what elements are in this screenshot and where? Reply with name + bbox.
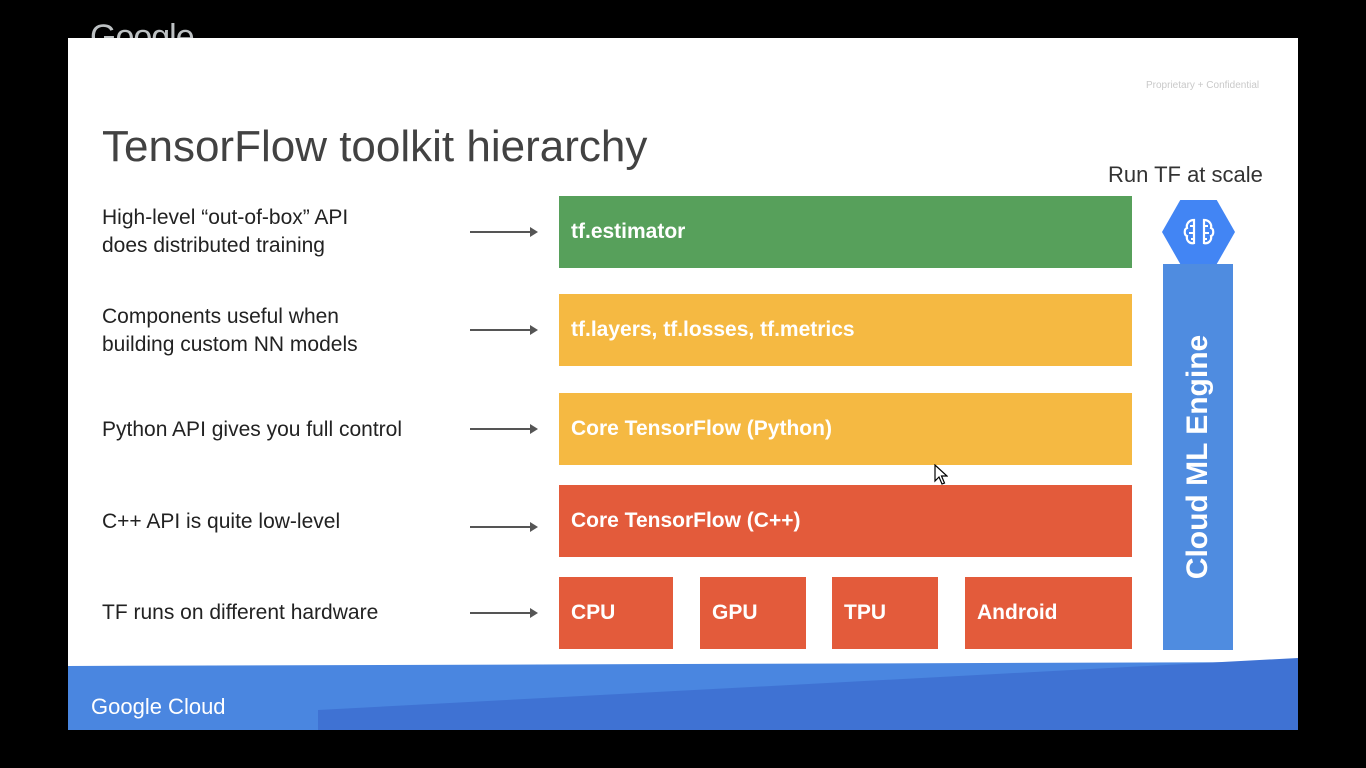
- footer-band: [68, 658, 1298, 730]
- box-label: tf.estimator: [571, 220, 686, 243]
- description-components: Components useful when building custom N…: [102, 303, 462, 359]
- run-tf-at-scale-label: Run TF at scale: [1108, 162, 1263, 187]
- slide: Proprietary + Confidential TensorFlow to…: [68, 38, 1298, 730]
- mouse-cursor-icon: [934, 464, 948, 485]
- description-line: does distributed training: [102, 234, 325, 257]
- arrow: [470, 227, 538, 237]
- box-label: Core TensorFlow (C++): [571, 509, 801, 532]
- core-tensorflow-cpp-box: Core TensorFlow (C++): [559, 485, 1132, 557]
- tf-estimator-box: tf.estimator: [559, 196, 1132, 268]
- arrow: [470, 325, 538, 335]
- box-label: GPU: [712, 601, 758, 624]
- tf-layers-losses-metrics-box: tf.layers, tf.losses, tf.metrics: [559, 294, 1132, 366]
- description-line: building custom NN models: [102, 333, 358, 356]
- box-label: tf.layers, tf.losses, tf.metrics: [571, 318, 855, 341]
- box-label: TPU: [844, 601, 886, 624]
- arrow: [470, 424, 538, 434]
- description-high-level-api: High-level “out-of-box” API does distrib…: [102, 204, 462, 260]
- box-label: Core TensorFlow (Python): [571, 417, 832, 440]
- cloud-ml-engine-label: Cloud ML Engine: [1181, 334, 1214, 580]
- description-hardware: TF runs on different hardware: [102, 601, 379, 624]
- google-cloud-logo: Google Cloud: [91, 694, 226, 719]
- cpu-box: CPU: [559, 577, 673, 649]
- slide-title: TensorFlow toolkit hierarchy: [102, 122, 648, 171]
- gpu-box: GPU: [700, 577, 806, 649]
- description-python-api: Python API gives you full control: [102, 418, 402, 441]
- description-line: Components useful when: [102, 305, 339, 328]
- core-tensorflow-python-box: Core TensorFlow (Python): [559, 393, 1132, 465]
- box-label: Android: [977, 601, 1058, 624]
- confidential-label: Proprietary + Confidential: [1146, 80, 1260, 91]
- cloud-ml-engine-bar: [1163, 264, 1233, 650]
- description-cpp-api: C++ API is quite low-level: [102, 510, 341, 533]
- brain-icon: [1183, 218, 1214, 245]
- description-line: High-level “out-of-box” API: [102, 206, 349, 229]
- android-box: Android: [965, 577, 1132, 649]
- arrow: [470, 522, 538, 532]
- arrow: [470, 608, 538, 618]
- box-label: CPU: [571, 601, 616, 624]
- cloud-ml-engine-hexagon: [1162, 200, 1235, 264]
- tpu-box: TPU: [832, 577, 938, 649]
